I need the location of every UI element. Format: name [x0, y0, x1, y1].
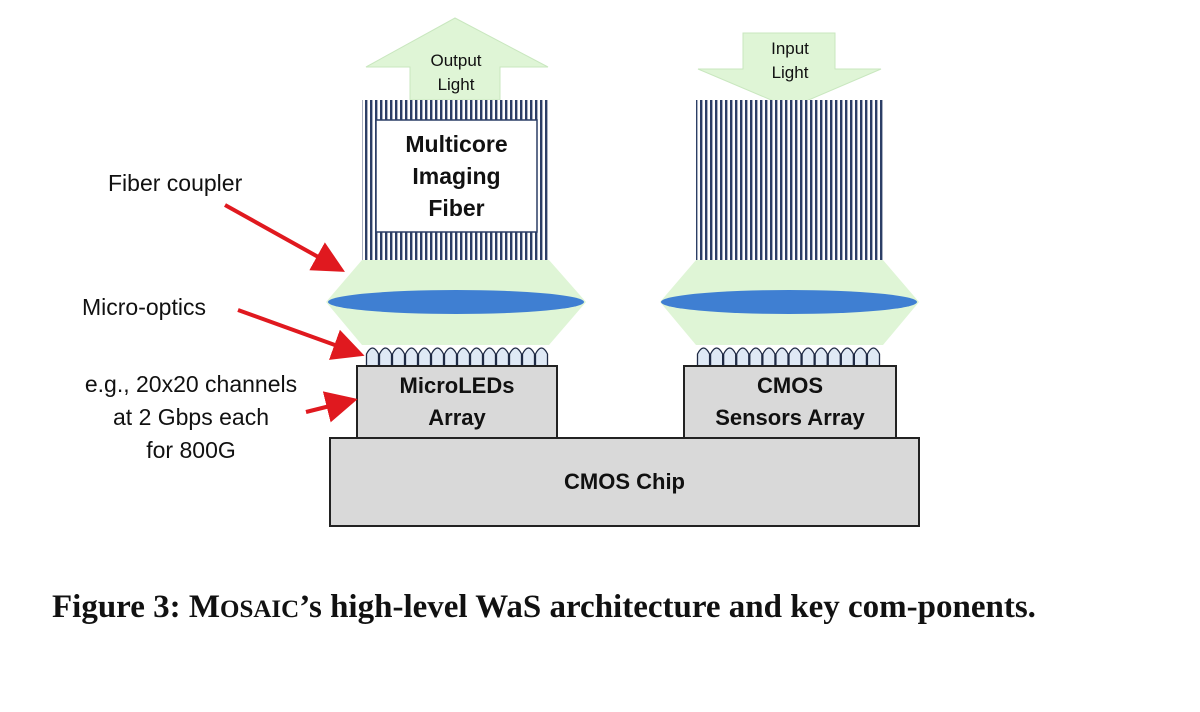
micro-lens — [722, 347, 737, 367]
micro-lens — [534, 347, 549, 367]
micro-lens — [404, 347, 419, 367]
cmos-chip-box — [329, 437, 920, 527]
input-light-arrow — [697, 32, 882, 109]
micro-lens — [365, 347, 380, 367]
caption-name-first: M — [188, 589, 221, 625]
output-light-label: Output Light — [430, 51, 482, 94]
cmos-sensors-array-box — [683, 365, 897, 439]
micro-lens — [814, 347, 828, 367]
caption-suffix: ’s high-level WaS architecture and key c… — [299, 589, 1036, 625]
caption-prefix: Figure 3: — [52, 589, 189, 625]
micro-optics-left — [365, 347, 549, 367]
micro-lens — [443, 347, 458, 367]
multicore-fiber-right — [696, 100, 883, 260]
micro-lens — [827, 347, 841, 367]
micro-lens — [749, 347, 763, 367]
micro-lens — [417, 347, 432, 367]
micro-lens — [801, 347, 815, 367]
fiber-coupler-pointer — [224, 203, 345, 272]
microleds-array-label: MicroLEDs Array — [399, 373, 515, 430]
figure-caption: Figure 3: MOSAIC’s high-level WaS archit… — [52, 582, 1162, 635]
micro-optics-right — [696, 347, 881, 367]
multicore-fiber-label: Multicore Imaging Fiber — [405, 131, 508, 221]
micro-lens — [495, 347, 510, 367]
channels-note-label: e.g., 20x20 channels at 2 Gbps each for … — [84, 371, 298, 463]
micro-lens — [840, 347, 855, 367]
caption-name-rest: OSAIC — [220, 596, 300, 623]
lens-right — [661, 290, 917, 314]
fiber-coupler-label: Fiber coupler — [108, 170, 243, 196]
micro-lens — [508, 347, 523, 367]
cmos-chip-label: CMOS Chip — [564, 469, 685, 494]
micro-lens — [391, 347, 406, 367]
micro-lens — [430, 347, 445, 367]
micro-lens — [788, 347, 802, 367]
micro-lens — [521, 347, 536, 367]
channels-note-pointer — [305, 391, 358, 423]
micro-optics-label: Micro-optics — [82, 294, 206, 320]
micro-lens — [736, 347, 750, 367]
micro-lens — [469, 347, 484, 367]
cmos-sensors-array-label: CMOS Sensors Array — [715, 373, 865, 430]
micro-optics-pointer — [237, 308, 365, 360]
micro-lens — [482, 347, 497, 367]
micro-lens — [709, 347, 724, 367]
input-light-label: Input Light — [771, 39, 809, 82]
micro-lens — [866, 347, 881, 367]
micro-lens — [853, 347, 868, 367]
micro-lens — [456, 347, 471, 367]
lens-left — [328, 290, 584, 314]
micro-lens — [378, 347, 393, 367]
micro-lens — [775, 347, 789, 367]
multicore-fiber-label-box — [375, 119, 538, 233]
micro-lens — [762, 347, 776, 367]
micro-lens — [696, 347, 711, 367]
